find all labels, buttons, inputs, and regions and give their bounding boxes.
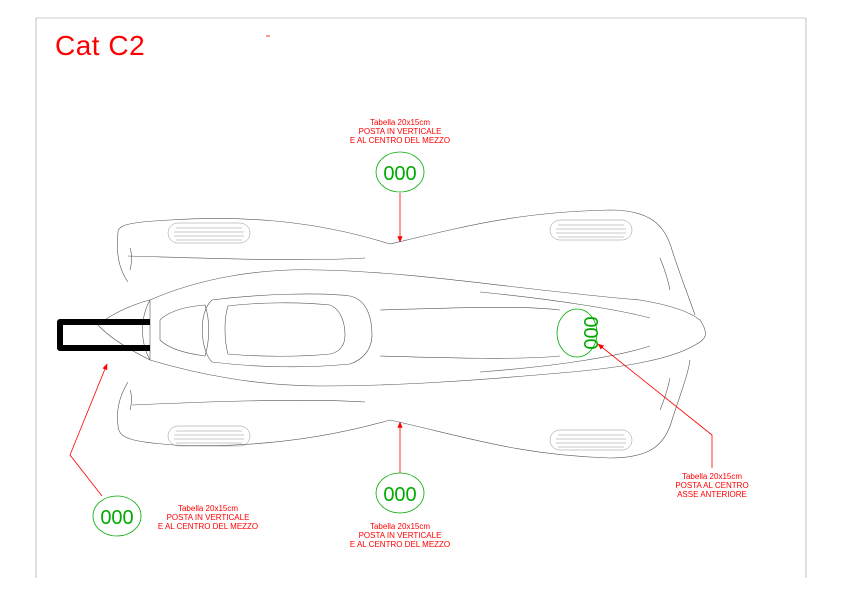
- note-top-line2: POSTA IN VERTICALE: [358, 127, 442, 136]
- note-left-line1: Tabella 20x15cm: [177, 504, 239, 513]
- note-bottom-line2: POSTA IN VERTICALE: [358, 531, 442, 540]
- tow-hook: [57, 319, 150, 351]
- vent-bottom-left: [167, 425, 251, 447]
- vent-top-right: [549, 219, 633, 241]
- car-outline: [97, 209, 706, 459]
- note-top: Tabella 20x15cm POSTA IN VERTICALE E AL …: [340, 118, 460, 145]
- leader-left: [69, 363, 108, 497]
- leader-right: [597, 343, 713, 468]
- drawing-frame: [35, 17, 807, 578]
- note-right-line3: ASSE ANTERIORE: [677, 490, 747, 499]
- note-left: Tabella 20x15cm POSTA IN VERTICALE E AL …: [145, 504, 271, 531]
- note-right: Tabella 20x15cm POSTA AL CENTRO ASSE ANT…: [660, 472, 764, 499]
- plate-bottom-number: 000: [383, 484, 416, 506]
- note-top-line1: Tabella 20x15cm: [369, 118, 431, 127]
- plate-bottom: 000: [375, 472, 425, 514]
- plate-left-number: 000: [100, 507, 133, 529]
- note-bottom-line3: E AL CENTRO DEL MEZZO: [349, 540, 451, 549]
- vent-bottom-right: [549, 429, 633, 451]
- note-left-line3: E AL CENTRO DEL MEZZO: [157, 522, 259, 531]
- plate-side-number: 000: [579, 316, 601, 349]
- page-title: Cat C2: [55, 30, 146, 61]
- note-right-line2: POSTA AL CENTRO: [675, 481, 749, 490]
- plate-side: 000: [556, 308, 601, 358]
- vent-top-left: [167, 222, 251, 244]
- note-right-line1: Tabella 20x15cm: [681, 472, 743, 481]
- plate-top: 000: [375, 151, 425, 193]
- note-bottom: Tabella 20x15cm POSTA IN VERTICALE E AL …: [340, 522, 460, 549]
- plate-top-number: 000: [383, 163, 416, 185]
- plate-left: 000: [92, 495, 142, 537]
- note-left-line2: POSTA IN VERTICALE: [166, 513, 250, 522]
- note-top-line3: E AL CENTRO DEL MEZZO: [349, 136, 451, 145]
- note-bottom-line1: Tabella 20x15cm: [369, 522, 431, 531]
